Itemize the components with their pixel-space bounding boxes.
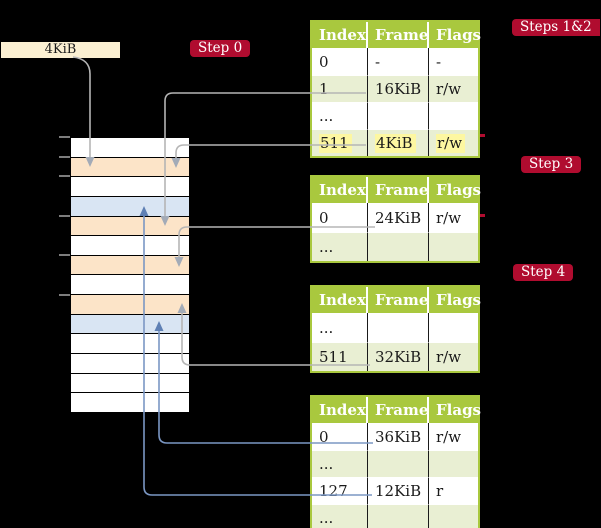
column-header-index: Index <box>312 22 368 48</box>
table-row: ... <box>312 450 478 477</box>
table-row: ... <box>312 504 478 528</box>
cell-index: ... <box>319 509 334 527</box>
page-table-4: Index Frame Flags 0 36KiB r/w ... 127 12… <box>310 395 481 528</box>
column-header-flags: Flags <box>429 397 481 423</box>
cell-index: 0 <box>319 427 329 446</box>
cell-index: 1 <box>319 80 329 98</box>
memory-row <box>71 235 189 255</box>
page-table-3: Index Frame Flags ... 511 32KiB r/w <box>310 285 481 373</box>
cell-flags: r/w <box>436 208 462 227</box>
column-header-frame: Frame <box>368 287 429 313</box>
column-header-index: Index <box>312 177 368 203</box>
memory-row <box>71 254 189 275</box>
table-row: 0 - - <box>312 48 478 75</box>
table-row: 0 24KiB r/w <box>312 203 478 232</box>
cell-frame: 36KiB <box>375 427 422 446</box>
column-header-index: Index <box>312 397 368 423</box>
cell-index: 511 <box>319 134 352 153</box>
table-row: ... <box>312 102 478 129</box>
cell-flags: r/w <box>436 80 462 98</box>
table-row: 127 12KiB r <box>312 477 478 504</box>
cell-index: ... <box>319 238 334 256</box>
memory-row <box>71 294 189 314</box>
cell-index: 0 <box>319 52 329 71</box>
table-header-row: Index Frame Flags <box>312 177 481 203</box>
memory-tick <box>59 136 70 138</box>
memory-row <box>71 313 189 334</box>
table-row: ... <box>312 232 478 261</box>
column-header-flags: Flags <box>429 287 481 313</box>
memory-tick <box>59 215 70 217</box>
page-table-1: Index Frame Flags 0 - - 1 16KiB r/w ... … <box>310 20 481 158</box>
table-row-highlighted: 511 4KiB r/w <box>312 129 478 156</box>
table-header-row: Index Frame Flags <box>312 397 481 423</box>
cell-index: ... <box>319 455 334 473</box>
memory-row <box>71 156 189 177</box>
badge-steps-1-2: Steps 1&2 <box>512 19 600 36</box>
cell-flags: r/w <box>436 427 462 446</box>
badge-step-0: Step 0 <box>190 40 251 57</box>
column-header-flags: Flags <box>429 177 481 203</box>
cell-flags: r <box>436 482 444 500</box>
memory-tick <box>59 254 70 256</box>
cell-index: ... <box>319 107 334 125</box>
cell-frame: 12KiB <box>375 482 422 500</box>
cell-frame: 32KiB <box>375 348 422 366</box>
cell-index: 127 <box>319 482 348 500</box>
table-header-row: Index Frame Flags <box>312 287 481 313</box>
cell-index: 511 <box>319 348 348 366</box>
badge-step-4: Step 4 <box>513 264 574 281</box>
memory-row <box>71 195 189 216</box>
memory-tick <box>59 175 70 177</box>
cell-flags: r/w <box>436 134 466 153</box>
table-row: ... <box>312 313 478 342</box>
page-table-2: Index Frame Flags 0 24KiB r/w ... <box>310 175 481 263</box>
table-row: 1 16KiB r/w <box>312 75 478 102</box>
page-size-label: 4KiB <box>1 42 120 58</box>
table-row: 511 32KiB r/w <box>312 342 478 371</box>
cell-frame: - <box>375 52 381 71</box>
memory-row <box>71 138 189 157</box>
cell-index: ... <box>319 318 334 337</box>
memory-row <box>71 372 189 393</box>
memory-row <box>71 274 189 295</box>
column-header-frame: Frame <box>368 397 429 423</box>
memory-tick <box>59 156 70 158</box>
memory-row <box>71 215 189 236</box>
cell-frame: 16KiB <box>375 80 422 98</box>
red-dash-table2-row0 <box>480 214 485 217</box>
memory-tick <box>59 294 70 296</box>
column-header-index: Index <box>312 287 368 313</box>
badge-step-3: Step 3 <box>521 156 582 173</box>
memory-row <box>71 333 189 354</box>
memory-row <box>71 392 189 412</box>
cell-flags: - <box>436 52 442 71</box>
cell-frame: 24KiB <box>375 208 422 227</box>
memory-row <box>71 353 189 373</box>
cell-flags: r/w <box>436 348 462 366</box>
cell-index: 0 <box>319 208 329 227</box>
memory-row <box>71 176 189 196</box>
red-dash-table1-row511 <box>480 134 485 137</box>
cell-frame: 4KiB <box>375 134 416 153</box>
table-row: 0 36KiB r/w <box>312 423 478 450</box>
memory-column <box>70 137 190 413</box>
column-header-flags: Flags <box>429 22 481 48</box>
column-header-frame: Frame <box>368 177 429 203</box>
table-header-row: Index Frame Flags <box>312 22 481 48</box>
column-header-frame: Frame <box>368 22 429 48</box>
